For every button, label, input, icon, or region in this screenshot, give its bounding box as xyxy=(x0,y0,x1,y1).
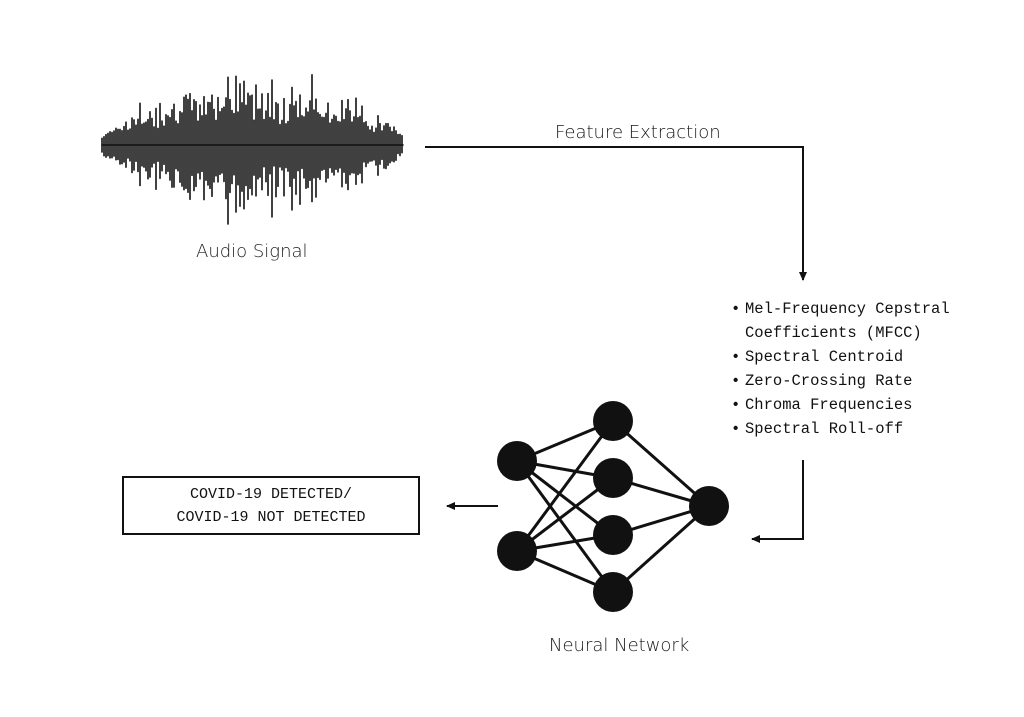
network-connection xyxy=(515,420,615,552)
feature-item: Mel-Frequency Cepstral xyxy=(731,297,950,321)
arrow-feature-extraction xyxy=(425,146,807,281)
network-node xyxy=(593,401,633,441)
network-connection xyxy=(611,504,711,594)
feature-item: Chroma Frequencies xyxy=(731,393,950,417)
feature-item: Spectral Centroid xyxy=(731,345,950,369)
network-node xyxy=(497,531,537,571)
feature-item: Zero-Crossing Rate xyxy=(731,369,950,393)
result-line-2: COVID-19 NOT DETECTED xyxy=(176,508,366,526)
arrow-features-to-network xyxy=(751,460,804,543)
network-connection xyxy=(516,476,614,553)
feature-list: Mel-Frequency Cepstral Coefficients (MFC… xyxy=(731,297,950,441)
feature-item-continuation: Coefficients (MFCC) xyxy=(745,324,922,342)
network-node xyxy=(593,515,633,555)
network-node xyxy=(593,458,633,498)
neural-network-edges xyxy=(515,419,711,594)
audio-signal-label: Audio Signal xyxy=(196,241,308,262)
audio-waveform-icon xyxy=(101,73,404,225)
network-connection xyxy=(516,459,614,537)
network-node xyxy=(497,441,537,481)
neural-network-label: Neural Network xyxy=(549,635,690,656)
network-node xyxy=(593,572,633,612)
feature-extraction-label: Feature Extraction xyxy=(555,122,721,143)
feature-item: Spectral Roll-off xyxy=(731,417,950,441)
result-line-1: COVID-19 DETECTED/ xyxy=(189,485,353,503)
result-box: COVID-19 DETECTED/ COVID-19 NOT DETECTED xyxy=(122,476,420,535)
network-node xyxy=(689,486,729,526)
network-connection xyxy=(515,460,615,593)
network-connection xyxy=(612,419,710,508)
neural-network-nodes xyxy=(497,401,729,612)
